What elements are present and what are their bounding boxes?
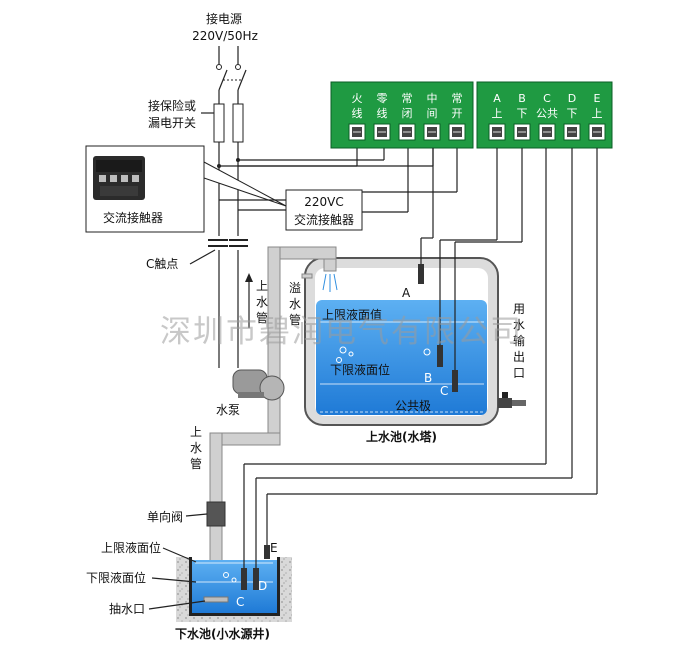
pump-label: 水泵 — [216, 403, 240, 417]
breaker-label-1: 接保险或 — [148, 98, 196, 113]
contactor-box-line2: 交流接触器 — [294, 212, 354, 227]
upper-tank-lower-level: 下限液面位 — [330, 362, 390, 377]
check-valve-label: 单向阀 — [147, 509, 183, 524]
terminal-left-label-top-0: 火 — [352, 92, 363, 105]
c-contact — [208, 236, 248, 250]
up-pipe-bottom-1: 上 — [190, 425, 202, 439]
up-pipe-bottom-3: 管 — [190, 456, 202, 471]
terminal-right-label-top-1: B — [518, 92, 526, 105]
up-pipe-bottom-2: 水 — [190, 441, 202, 455]
probe-a-upper — [418, 264, 424, 284]
up-pipe-top-3: 管 — [256, 310, 268, 325]
probe-d-lower — [253, 568, 259, 590]
svg-text:输: 输 — [513, 333, 525, 348]
breaker-switch — [216, 46, 247, 104]
terminal-left-label-bottom-0: 线 — [352, 106, 363, 120]
contactor-photo — [85, 145, 205, 233]
fuse-right — [232, 103, 244, 143]
terminal-right-label-bottom-1: 下 — [517, 107, 528, 120]
svg-text:用: 用 — [513, 302, 525, 316]
terminal-left-label-bottom-1: 线 — [377, 106, 388, 120]
probe-d-lower-label: D — [258, 579, 267, 593]
terminal-right-label-top-4: E — [594, 92, 601, 105]
probe-a-label: A — [402, 286, 411, 300]
upper-tank-common: 公共极 — [395, 399, 431, 413]
c-contact-label: C触点 — [146, 257, 178, 271]
fuse-left — [213, 103, 225, 143]
terminal-left-label-top-1: 零 — [377, 92, 388, 105]
overflow-pipe-2: 水 — [289, 297, 301, 311]
terminal-left-label-top-4: 常 — [452, 92, 463, 105]
water-pump — [232, 369, 285, 401]
probe-b-upper — [437, 345, 443, 367]
lower-well-upper-level: 上限液面位 — [101, 540, 161, 555]
terminal-right-label-bottom-4: 上 — [592, 107, 603, 120]
terminal-right-label-bottom-3: 下 — [567, 107, 578, 120]
terminal-left-label-top-3: 中 — [427, 92, 438, 105]
terminal-right-label-top-2: C — [543, 92, 551, 105]
probe-c-lower — [241, 568, 247, 590]
upper-tank-water — [316, 300, 487, 415]
probe-c-upper-label: C — [440, 384, 448, 398]
svg-text:口: 口 — [513, 366, 525, 380]
probe-e-lower-label: E — [270, 541, 278, 555]
lower-well-lower-level: 下限液面位 — [86, 570, 146, 585]
upper-tank-title: 上水池(水塔) — [366, 429, 437, 444]
lower-well-title: 下水池(小水源井) — [175, 626, 270, 641]
upper-tank-upper-level: 上限液面值 — [322, 307, 382, 322]
lower-well-gravel-left — [176, 557, 190, 617]
contactor-box-line1: 220VC — [304, 195, 344, 209]
probe-e-lower — [264, 545, 270, 559]
breaker-label-2: 漏电开关 — [148, 116, 196, 130]
terminal-right-label-bottom-2: 公共 — [536, 107, 558, 120]
contactor-photo-label: 交流接触器 — [103, 210, 163, 225]
up-pipe-top-1: 上 — [256, 279, 268, 293]
probe-b-label: B — [424, 371, 432, 385]
lower-well-gravel-right — [278, 557, 292, 617]
contactor-box — [285, 189, 363, 231]
lower-well-suction: 抽水口 — [109, 602, 145, 616]
up-pipe-top-2: 水 — [256, 295, 268, 309]
lower-well-water — [192, 560, 277, 613]
svg-text:出: 出 — [513, 350, 525, 364]
outlet-label: 用 水 输 出 口 — [513, 302, 525, 380]
overflow-pipe-3: 管 — [289, 312, 301, 327]
probe-c-lower-label: C — [236, 595, 244, 609]
terminal-left-label-bottom-2: 闭 — [402, 107, 413, 120]
terminal-left-label-bottom-3: 间 — [427, 107, 438, 120]
svg-text:水: 水 — [513, 318, 525, 332]
terminal-right-label-top-3: D — [568, 92, 576, 105]
overflow-pipe-1: 溢 — [289, 281, 301, 295]
power-title: 接电源 — [206, 11, 242, 26]
terminal-left-label-bottom-4: 开 — [452, 107, 463, 120]
power-voltage: 220V/50Hz — [192, 29, 258, 43]
terminal-left-label-top-2: 常 — [402, 92, 413, 105]
check-valve — [206, 501, 226, 527]
watermark: 深圳市碧润电气有限公司 — [160, 314, 523, 350]
probe-c-upper — [452, 370, 458, 392]
terminal-right-label-bottom-0: 上 — [492, 107, 503, 120]
terminal-right-label-top-0: A — [493, 92, 501, 105]
